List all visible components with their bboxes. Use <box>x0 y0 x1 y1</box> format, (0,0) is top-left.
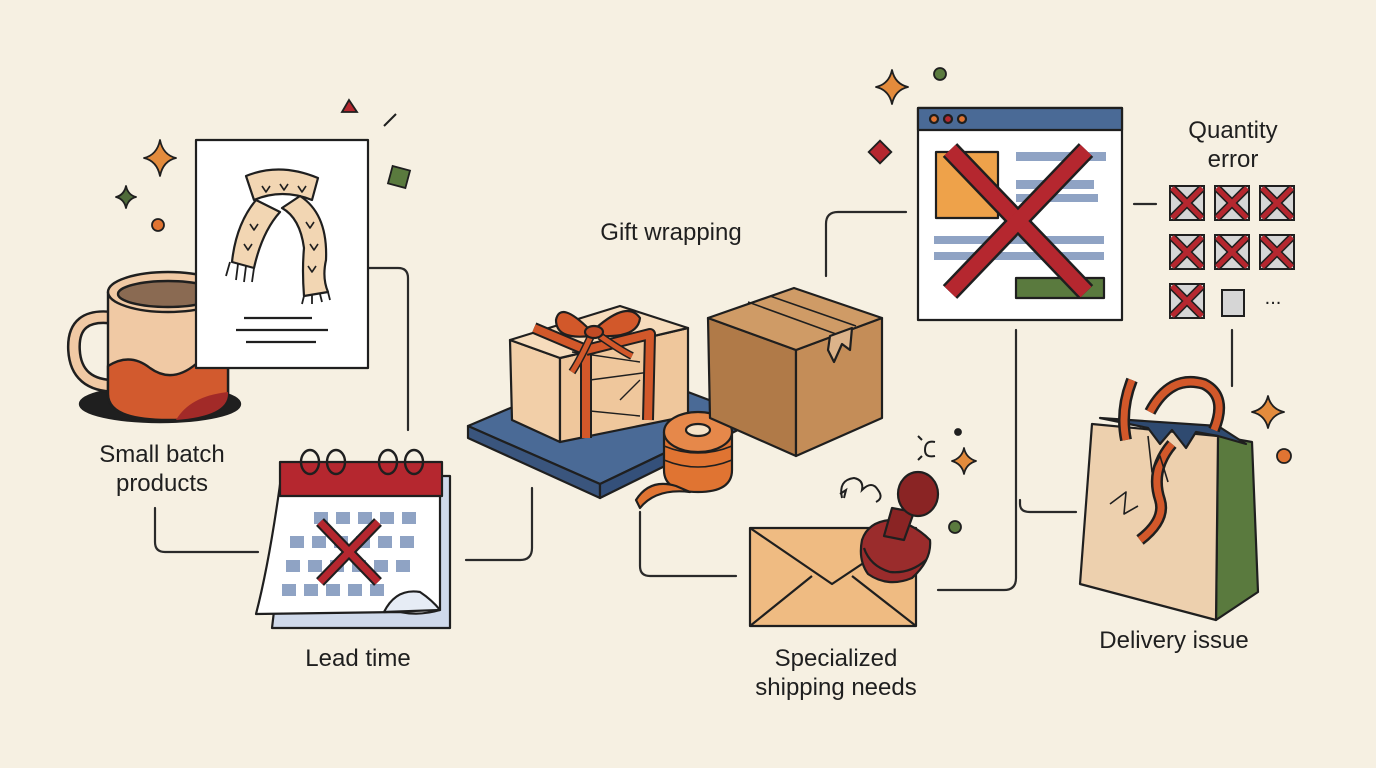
connector-lines <box>153 202 1234 592</box>
label-delivery-issue: Delivery issue <box>1099 627 1249 654</box>
torn-bag-icon <box>1078 375 1260 622</box>
browser-window-icon <box>916 106 1124 322</box>
calendar-icon <box>254 448 452 630</box>
confetti <box>151 67 1292 534</box>
quantity-grid-icon <box>1169 185 1295 319</box>
gift-box-icon <box>466 304 748 500</box>
label-quantity-line2: error <box>1207 146 1259 173</box>
label-ellipsis: ... <box>1264 287 1282 309</box>
label-gift-wrapping: Gift wrapping <box>600 219 742 246</box>
shipping-box-icon <box>706 286 884 458</box>
label-specialized-line1: Specialized <box>774 645 898 672</box>
label-small-batch-products: Small batch products <box>84 440 240 498</box>
label-lead-time: Lead time <box>305 645 411 672</box>
label-specialized-shipping-needs: Specialized shipping needs <box>736 644 936 702</box>
label-quantity-line1: Quantity <box>1188 117 1278 144</box>
ribbon-spool-icon <box>634 410 734 510</box>
label-specialized-line2: shipping needs <box>755 674 917 701</box>
label-small-batch-line1: Small batch <box>99 441 225 468</box>
label-quantity-error: Quantity error <box>1170 116 1296 174</box>
sparkle-icon <box>115 69 1285 475</box>
stamp-icon <box>859 470 940 584</box>
scarf-card-icon <box>194 138 370 370</box>
label-small-batch-line2: products <box>115 470 209 497</box>
